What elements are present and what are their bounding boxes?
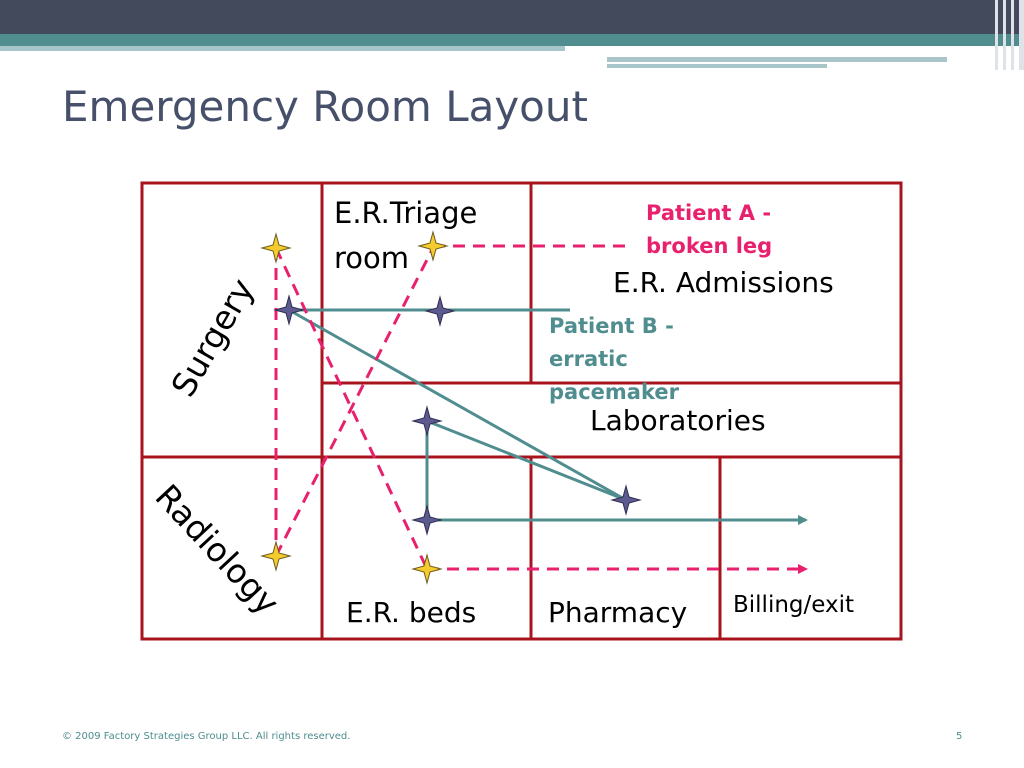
- star-icon: [260, 232, 292, 264]
- header-divider: [1019, 0, 1024, 70]
- star-icon: [411, 553, 443, 585]
- patient-b-condition-line1: erratic: [549, 347, 628, 371]
- star-icon: [411, 405, 443, 437]
- patient-b-label: Patient B -: [549, 314, 674, 338]
- star-icon: [424, 295, 456, 327]
- star-icon: [417, 230, 449, 262]
- star-icon: [610, 484, 642, 516]
- header-divider: [1003, 0, 1006, 70]
- header-divider: [995, 0, 998, 70]
- patient-a-condition: broken leg: [646, 234, 773, 258]
- room-label-laboratories: Laboratories: [590, 404, 766, 437]
- header-stripe: [607, 64, 827, 68]
- room-label-er-beds: E.R. beds: [346, 596, 477, 629]
- room-label-admissions: E.R. Admissions: [613, 266, 834, 299]
- patient-b-markers: [273, 294, 642, 536]
- room-label-pharmacy: Pharmacy: [548, 596, 688, 629]
- outer-wall: [140, 181, 903, 641]
- header-stripe: [607, 57, 947, 62]
- room-label-triage-line1: E.R.Triage: [334, 196, 478, 230]
- header-accent-band: [0, 34, 1024, 46]
- patient-a-markers: [260, 230, 449, 585]
- star-icon: [273, 294, 305, 326]
- header-divider: [1011, 0, 1014, 70]
- star-icon: [260, 540, 292, 572]
- patient-a-label: Patient A -: [646, 201, 772, 225]
- patient-b-legend: Patient B - erratic pacemaker: [549, 310, 679, 409]
- star-icon: [411, 504, 443, 536]
- slide-title: Emergency Room Layout: [62, 82, 588, 131]
- room-label-billing-exit: Billing/exit: [733, 592, 855, 618]
- copyright-footer: © 2009 Factory Strategies Group LLC. All…: [62, 731, 351, 742]
- patient-b-condition-line2: pacemaker: [549, 380, 679, 404]
- patient-a-path: [274, 244, 808, 574]
- header-stripe: [0, 46, 565, 51]
- page-number: 5: [956, 731, 963, 742]
- header-bar: [0, 0, 1024, 34]
- room-walls: [140, 181, 903, 641]
- room-label-triage-line2: room: [334, 241, 410, 275]
- patient-a-legend: Patient A - broken leg: [646, 197, 772, 263]
